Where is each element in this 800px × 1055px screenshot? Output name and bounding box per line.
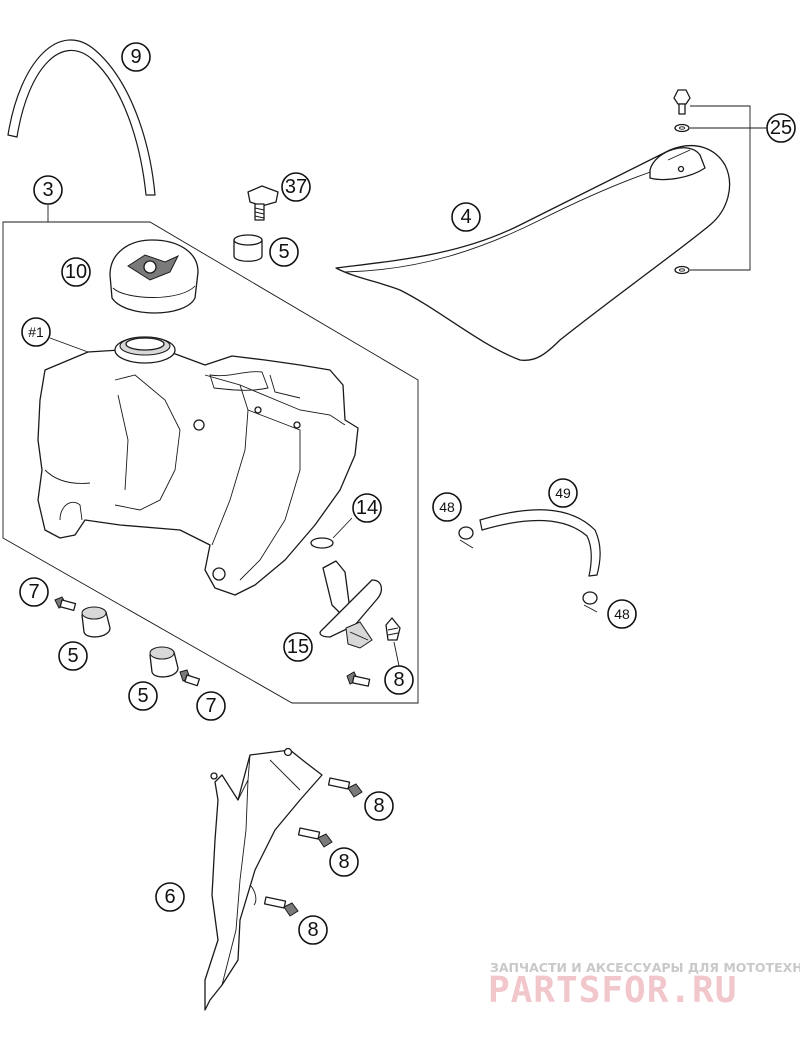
callout-37: 37: [281, 172, 311, 202]
breather-hose: [7, 39, 156, 196]
watermark-brand: PARTSFOR.RU: [488, 970, 737, 1011]
panel-screw-top: [327, 777, 363, 798]
callout-48-upper: 48: [432, 492, 462, 522]
tank-screw: [247, 185, 279, 221]
svg-text:4: 4: [460, 206, 471, 228]
svg-text:8: 8: [307, 919, 318, 941]
callout-tank-leader: [49, 337, 89, 353]
hose-clamp-lower: [582, 591, 598, 613]
callout-49: 49: [548, 478, 578, 508]
callout-10: 10: [61, 257, 91, 287]
svg-text:5: 5: [278, 241, 289, 263]
svg-text:9: 9: [130, 46, 141, 68]
callout-9: 9: [121, 42, 151, 72]
fuel-tank: [37, 336, 359, 596]
svg-text:8: 8: [338, 851, 349, 873]
seat-screw: [673, 89, 691, 115]
spacer-left-upper: [81, 606, 111, 638]
svg-text:25: 25: [770, 117, 792, 139]
callout-tank: #1: [21, 317, 51, 347]
svg-text:8: 8: [373, 795, 384, 817]
callout-3: 3: [33, 175, 63, 205]
svg-text:48: 48: [614, 606, 630, 622]
callout-7-upper: 7: [19, 577, 49, 607]
callout-48-lower: 48: [607, 599, 637, 629]
spacer-left-lower: [149, 646, 179, 678]
callout-5-top: 5: [269, 237, 299, 267]
callout-8-tap-leader: [393, 641, 400, 667]
spacer-top: [233, 234, 263, 262]
callout-8-panel-top: 8: [364, 791, 394, 821]
seat-washer-bottom: [674, 265, 690, 275]
seat-washer-top: [674, 123, 690, 133]
screw-left-lower: [179, 669, 201, 687]
svg-text:5: 5: [67, 645, 78, 667]
callout-4: 4: [451, 202, 481, 232]
callout-8-tap: 8: [384, 665, 414, 695]
svg-text:14: 14: [356, 497, 378, 519]
watermark: ЗАПЧАСТИ И АКСЕССУАРЫ ДЛЯ МОТОТЕХНИКИ PA…: [488, 960, 800, 1011]
fuel-tap: [319, 560, 383, 649]
screw-tap-right: [385, 617, 401, 641]
callout-14: 14: [352, 493, 382, 523]
svg-text:3: 3: [42, 179, 53, 201]
tank-cap: [109, 239, 199, 314]
svg-text:15: 15: [287, 636, 309, 658]
callout-8-panel-middle: 8: [329, 847, 359, 877]
callout-8-panel-bottom: 8: [298, 915, 328, 945]
side-panel: [204, 747, 323, 1011]
watermark-tagline: ЗАПЧАСТИ И АКСЕССУАРЫ ДЛЯ МОТОТЕХНИКИ: [490, 960, 800, 975]
screw-tap-lower: [346, 671, 371, 687]
fuel-hose: [479, 509, 601, 577]
svg-text:10: 10: [65, 261, 87, 283]
svg-text:7: 7: [205, 695, 216, 717]
callout-25: 25: [766, 113, 796, 143]
callout-7-lower: 7: [196, 691, 226, 721]
hose-clamp-upper: [458, 526, 474, 549]
panel-screw-middle: [297, 827, 333, 848]
svg-text:#1: #1: [28, 324, 44, 340]
svg-text:48: 48: [439, 499, 455, 515]
tank-group-frame: [2, 205, 419, 704]
svg-text:6: 6: [164, 886, 175, 908]
svg-text:5: 5: [137, 685, 148, 707]
svg-text:37: 37: [285, 176, 307, 198]
svg-text:49: 49: [555, 485, 571, 501]
callout-5-bottom: 5: [128, 681, 158, 711]
svg-text:7: 7: [28, 581, 39, 603]
svg-text:8: 8: [393, 669, 404, 691]
screw-left-upper: [54, 596, 77, 612]
seat: [335, 145, 731, 361]
panel-screw-bottom: [263, 896, 299, 917]
seat-bracket-lines: [690, 105, 768, 271]
callout-6: 6: [155, 882, 185, 912]
gasket: [310, 517, 353, 549]
callout-15: 15: [283, 632, 313, 662]
callout-5-left: 5: [58, 641, 88, 671]
